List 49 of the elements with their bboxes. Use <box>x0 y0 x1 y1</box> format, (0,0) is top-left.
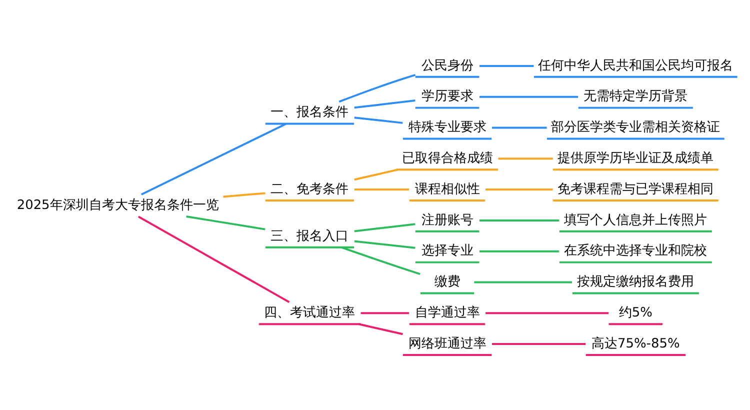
node-text: 注册账号 <box>421 212 474 228</box>
node-text: 二、免考条件 <box>270 182 349 197</box>
node-text: 课程相似性 <box>414 182 480 197</box>
node-text: 高达75%-85% <box>592 336 680 352</box>
node-text: 自学通过率 <box>414 306 480 321</box>
connector <box>479 250 560 252</box>
node-text: 网络班通过率 <box>408 336 486 352</box>
node-text: 免考课程需与已学课程相同 <box>558 182 714 197</box>
connector <box>138 216 290 303</box>
connector <box>338 74 416 103</box>
node-text: 部分医学类专业需相关资格证 <box>551 120 720 136</box>
connector <box>186 216 266 230</box>
connector <box>486 312 609 314</box>
connector <box>360 312 410 314</box>
connector <box>486 188 553 191</box>
node-text: 填写个人信息并上传照片 <box>564 212 708 228</box>
node-text: 一、报名条件 <box>270 105 349 120</box>
node-text: 在系统中选择专业和院校 <box>564 244 708 259</box>
node-text: 公民身份 <box>421 58 474 74</box>
node-text: 提供原学历毕业证及成绩单 <box>558 151 714 166</box>
connector <box>354 116 403 124</box>
node-text: 任何中华人民共和国公民均可报名 <box>538 58 734 74</box>
connector <box>341 246 420 275</box>
connector <box>140 122 287 196</box>
connector <box>223 192 266 198</box>
node-text: 约5% <box>618 306 652 321</box>
node-text: 三、报名入口 <box>270 228 349 244</box>
node-text: 2025年深圳自考大专报名条件一览 <box>16 198 219 213</box>
node-text: 已取得合格成绩 <box>402 151 493 166</box>
node-text: 特殊专业要求 <box>408 120 486 136</box>
node-text: 选择专业 <box>421 244 474 259</box>
connector <box>498 158 553 160</box>
node-text: 按规定缴纳报名费用 <box>577 274 694 290</box>
node-text: 缴费 <box>434 274 460 290</box>
connector <box>479 96 578 98</box>
node-text: 学历要求 <box>421 89 474 104</box>
node-text: 四、考试通过率 <box>264 306 356 321</box>
connector <box>358 323 403 336</box>
connector <box>492 343 586 346</box>
connector <box>354 100 416 109</box>
connector <box>492 126 547 129</box>
connector <box>354 188 410 191</box>
connector <box>354 223 416 232</box>
connector <box>474 281 572 284</box>
connector <box>479 219 560 222</box>
node-text: 无需特定学历背景 <box>584 89 688 104</box>
connector <box>354 240 416 249</box>
connector <box>479 64 534 67</box>
connector <box>354 168 398 181</box>
